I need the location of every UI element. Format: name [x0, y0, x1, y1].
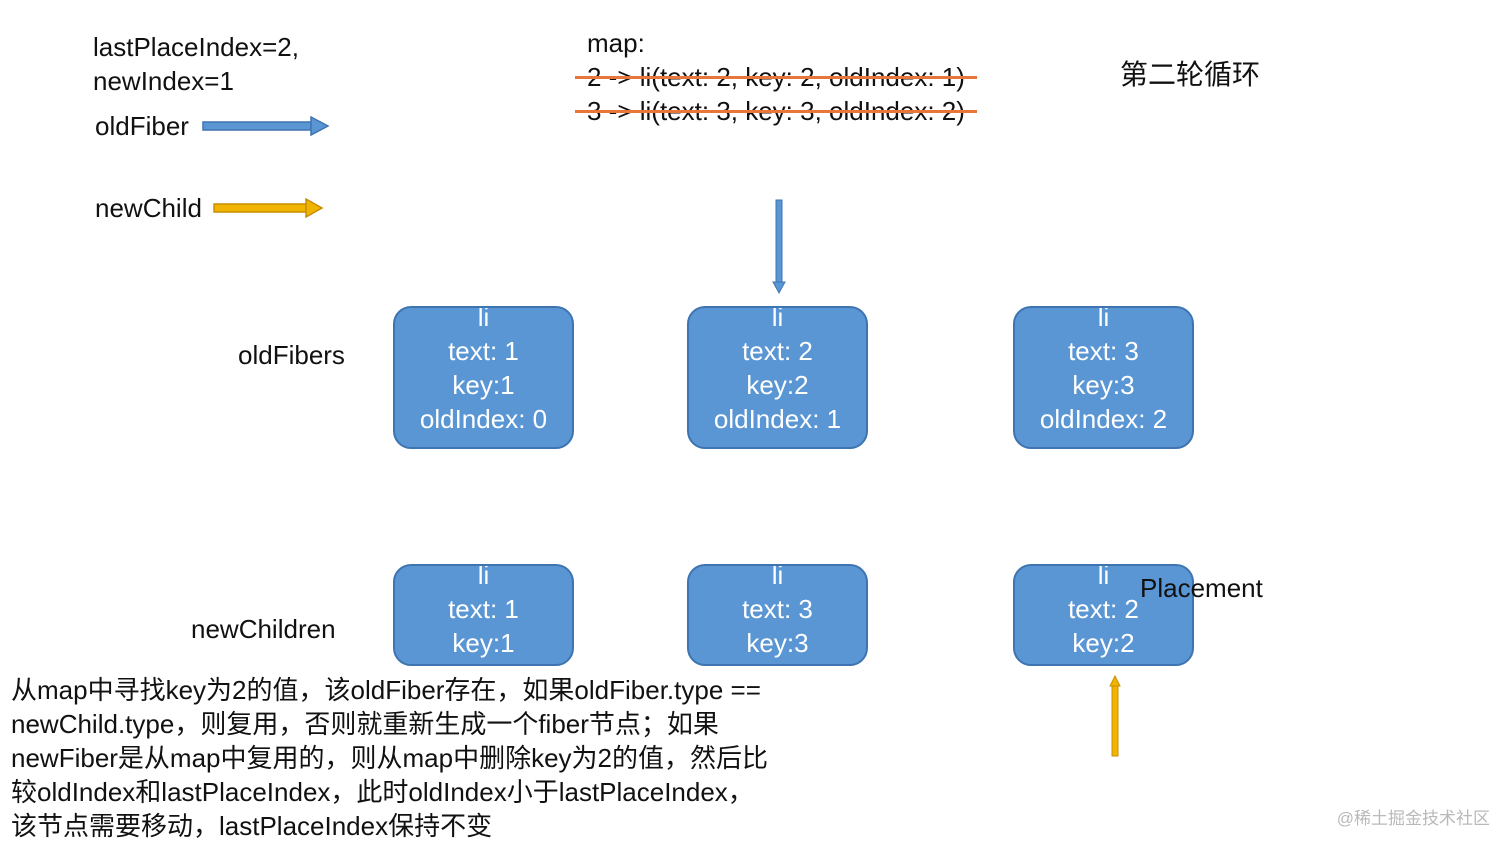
- node-tag: li: [477, 306, 490, 332]
- map-entry: 2 -> li(text: 2, key: 2, oldIndex: 1): [575, 62, 977, 92]
- node-tag: li: [771, 564, 784, 590]
- new-children-label: newChildren: [191, 614, 336, 644]
- node-text: text: 2: [1068, 594, 1139, 624]
- node-key: key:1: [452, 628, 515, 658]
- old-fiber-pointer-arrow-icon: [772, 199, 786, 295]
- old-fiber-node: li text: 2 key:2 oldIndex: 1: [687, 306, 868, 449]
- node-text: text: 3: [1068, 336, 1139, 366]
- node-tag: li: [1097, 306, 1110, 332]
- node-old-index: oldIndex: 2: [1039, 404, 1168, 434]
- legend-new-child-label: newChild: [95, 193, 202, 223]
- legend-old-fiber: oldFiber: [95, 109, 331, 143]
- description-line: 该节点需要移动，lastPlaceIndex保持不变: [11, 811, 493, 841]
- node-text: text: 3: [742, 594, 813, 624]
- status-text: lastPlaceIndex=2, newIndex=1: [93, 30, 299, 98]
- new-child-node: li text: 1 key:1: [393, 564, 574, 666]
- legend-old-fiber-label: oldFiber: [95, 111, 189, 141]
- node-key: key:2: [1072, 628, 1135, 658]
- blue-arrow-right-icon: [202, 116, 330, 136]
- node-text: text: 1: [448, 336, 519, 366]
- new-child-node: li text: 3 key:3: [687, 564, 868, 666]
- old-fiber-node: li text: 1 key:1 oldIndex: 0: [393, 306, 574, 449]
- new-index-text: newIndex=1: [93, 66, 234, 96]
- old-fiber-node: li text: 3 key:3 oldIndex: 2: [1013, 306, 1194, 449]
- node-tag: li: [477, 564, 490, 590]
- node-key: key:3: [1072, 370, 1135, 400]
- round-title: 第二轮循环: [1120, 58, 1261, 91]
- placement-label: Placement: [1140, 573, 1263, 603]
- node-key: key:2: [746, 370, 809, 400]
- node-old-index: oldIndex: 1: [713, 404, 842, 434]
- map-title: map:: [587, 28, 645, 58]
- new-child-pointer-arrow-icon: [1109, 674, 1121, 757]
- legend-new-child: newChild: [95, 191, 324, 225]
- node-key: key:1: [452, 370, 515, 400]
- description-line: newFiber是从map中复用的，则从map中删除key为2的值，然后比: [11, 743, 769, 773]
- description-line: 从map中寻找key为2的值，该oldFiber存在，如果oldFiber.ty…: [11, 675, 761, 705]
- description-line: newChild.type，则复用，否则就重新生成一个fiber节点；如果: [11, 709, 719, 739]
- old-fibers-label: oldFibers: [238, 340, 345, 370]
- map-entry: 3 -> li(text: 3, key: 3, oldIndex: 2): [575, 96, 977, 126]
- watermark: @稀土掘金技术社区: [1336, 809, 1490, 828]
- node-text: text: 1: [448, 594, 519, 624]
- last-place-index-text: lastPlaceIndex=2,: [93, 32, 299, 62]
- description-line: 较oldIndex和lastPlaceIndex，此时oldIndex小于las…: [11, 777, 754, 807]
- node-key: key:3: [746, 628, 809, 658]
- node-old-index: oldIndex: 0: [419, 404, 548, 434]
- yellow-arrow-right-icon: [213, 198, 324, 218]
- node-tag: li: [1097, 564, 1110, 590]
- node-text: text: 2: [742, 336, 813, 366]
- map-block: map: 2 -> li(text: 2, key: 2, oldIndex: …: [575, 26, 977, 128]
- node-tag: li: [771, 306, 784, 332]
- new-child-node: li text: 2 key:2: [1013, 564, 1194, 666]
- description-text: 从map中寻找key为2的值，该oldFiber存在，如果oldFiber.ty…: [11, 673, 768, 843]
